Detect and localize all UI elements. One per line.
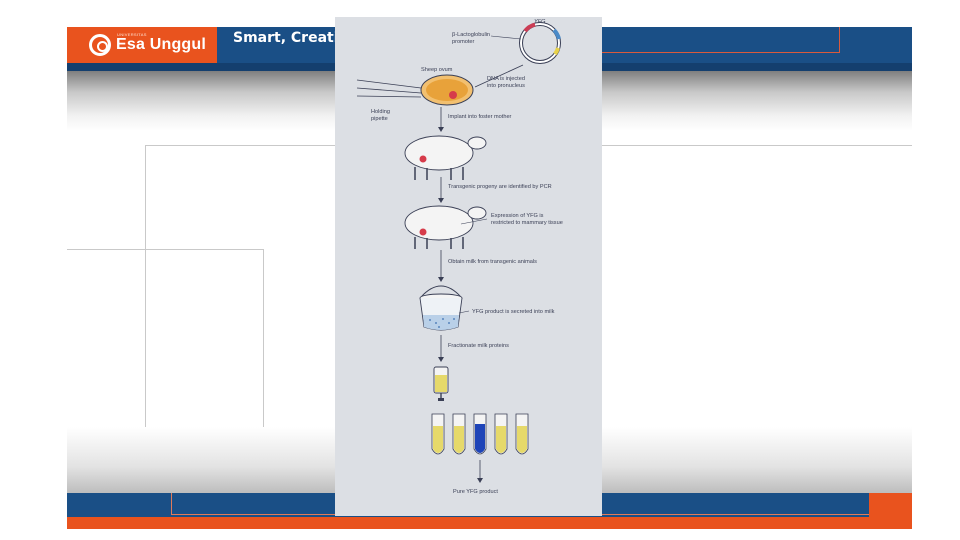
step-implant: Implant into foster mother <box>448 114 512 120</box>
footer-stripe <box>67 517 912 529</box>
test-tube-icon <box>432 414 444 454</box>
logo-text: Esa Unggul <box>116 36 206 54</box>
sheep-icon <box>405 206 486 249</box>
test-tubes <box>432 414 528 454</box>
test-tube-icon <box>516 414 528 454</box>
bucket-icon <box>420 286 462 330</box>
header-outline <box>597 27 840 53</box>
frame-line <box>67 249 263 250</box>
sheep-icon <box>405 136 486 180</box>
step-fractionate: Fractionate milk proteins <box>448 343 509 349</box>
test-tube-icon <box>495 414 507 454</box>
plasmid-icon <box>521 24 559 62</box>
expression-label-2: restricted to mammary tissue <box>491 220 563 226</box>
pipette-label-1: Holding <box>371 109 390 115</box>
promoter-label-2: promoter <box>452 39 475 45</box>
pipette-label-2: pipette <box>371 116 388 122</box>
ovum-label: Sheep ovum <box>421 67 453 73</box>
logo-icon <box>89 34 111 56</box>
figure-canvas: YFG β-Lactoglobulin promoter Sheep ovum … <box>335 17 602 516</box>
test-tube-icon <box>453 414 465 454</box>
step-milk: Obtain milk from transgenic animals <box>448 259 537 265</box>
step-pcr: Transgenic progeny are identified by PCR <box>448 184 552 190</box>
expression-label-1: Expression of YFG is <box>491 213 544 219</box>
promoter-label-1: β-Lactoglobulin <box>452 32 490 38</box>
final-label: Pure YFG product <box>453 489 498 495</box>
footer-corner <box>869 493 912 529</box>
plasmid-label: YFG <box>534 19 546 25</box>
logo: UNIVERSITAS Esa Unggul <box>67 27 217 63</box>
column-icon <box>434 367 448 401</box>
test-tube-icon <box>474 414 486 454</box>
logo-small-text: UNIVERSITAS <box>117 32 147 37</box>
sheep-ovum-icon <box>421 75 473 105</box>
transgenic-sheep-figure: YFG β-Lactoglobulin promoter Sheep ovum … <box>335 17 602 516</box>
secreted-label: YFG product is secreted into milk <box>472 309 555 315</box>
dna-label-1: DNA is injected <box>487 76 525 82</box>
dna-label-2: into pronucleus <box>487 83 525 89</box>
